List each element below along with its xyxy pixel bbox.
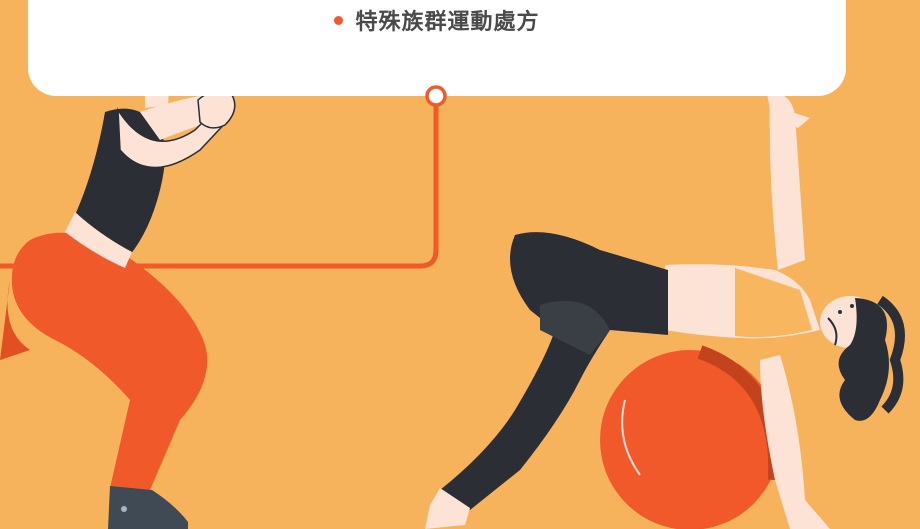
content-card: 特殊族群運動處方 xyxy=(28,0,846,96)
woman-on-ball-illustration xyxy=(425,88,905,529)
bullet-dot-icon xyxy=(334,15,344,25)
connector-line xyxy=(0,96,439,269)
bullet-list-item: 特殊族群運動處方 xyxy=(28,4,846,36)
bullet-text: 特殊族群運動處方 xyxy=(355,10,540,35)
